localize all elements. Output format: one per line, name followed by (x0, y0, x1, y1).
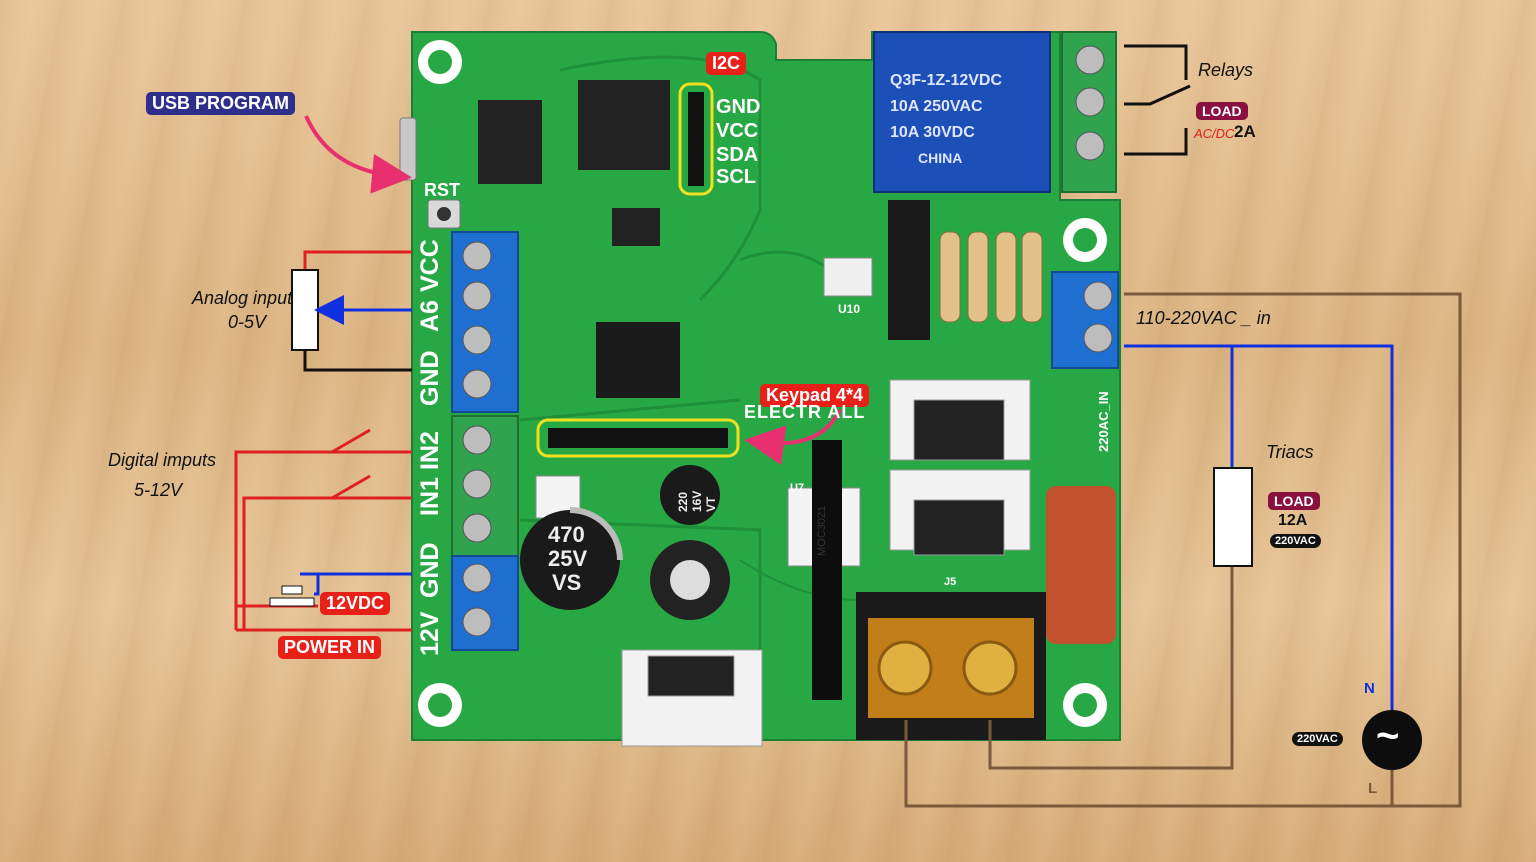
relay-marking-4: CHINA (918, 150, 963, 166)
i2c-pin-scl: SCL (716, 166, 756, 188)
source-voltage-pill: 220VAC (1292, 732, 1343, 746)
i2c-pin-gnd: GND (716, 96, 761, 118)
chip-u10 (823, 257, 873, 297)
resistors (939, 231, 1043, 323)
relay-terminal (1061, 31, 1117, 193)
terminal-block-green (451, 415, 519, 557)
battery-symbol (269, 572, 412, 607)
power-terminal-j5 (856, 592, 1046, 740)
usb-program-label: USB PROGRAM (146, 92, 296, 115)
relay-load-badge: LOAD (1196, 102, 1248, 120)
digital-range-label: 5-12V (134, 480, 183, 500)
mounting-hole (1063, 683, 1107, 727)
j5-label: J5 (944, 576, 957, 588)
relay (873, 31, 1051, 193)
rst-label: RST (424, 180, 460, 200)
ac-wiring (904, 292, 1462, 808)
relay-marking-2: 10A 250VAC (890, 98, 983, 115)
terminal-label-in2: IN2 (416, 431, 444, 470)
i2c-pin-sda: SDA (716, 144, 759, 166)
capacitor-470-text-1: 470 (548, 522, 585, 547)
relay-acdc-label: AC/DC (1194, 126, 1235, 141)
power-in-label: POWER IN (278, 636, 382, 659)
capacitor-220uf (660, 465, 720, 525)
triac-current-label: 12A (1278, 512, 1308, 529)
chip-u2 (478, 100, 542, 184)
terminal-label-in1: IN1 (416, 477, 444, 516)
relay-current-label: 2A (1234, 122, 1256, 141)
ac-input-label: 110-220VAC _ in (1136, 308, 1271, 328)
keypad-arrow (744, 409, 842, 465)
mounting-hole (1063, 218, 1107, 262)
ac-source (1362, 710, 1422, 770)
capacitor-220-text-1: 220 (676, 491, 690, 512)
mounting-hole (418, 40, 462, 84)
relay-marking-1: Q3F-1Z-12VDC (890, 72, 1003, 89)
digital-input-wiring (234, 428, 412, 632)
chip-u5 (578, 80, 670, 170)
potentiometer (291, 269, 319, 351)
isolation-slot (812, 440, 842, 700)
usb-port (399, 117, 417, 181)
relays-label: Relays (1198, 60, 1254, 80)
triac-voltage-pill: 220VAC (1270, 534, 1321, 548)
i2c-highlight (678, 82, 714, 196)
optocoupler-text: MOC3021 (816, 505, 828, 556)
capacitor-470uf (520, 507, 623, 610)
source-n-label: N (1364, 680, 1375, 697)
chip-mcu (596, 322, 680, 398)
twelve-vdc-label: 12VDC (320, 592, 391, 615)
terminal-block-blue-top (451, 231, 519, 413)
chip-u6 (612, 208, 660, 246)
capacitor-220-text-3: VT (704, 496, 718, 512)
brand-logo-text: ELECTR ALL (744, 402, 866, 422)
ac-board-label: 220AC_IN (1096, 391, 1111, 452)
u7-label: U7 (790, 482, 805, 494)
bridge-rectifier (888, 200, 930, 340)
terminal-label-gnd-2: GND (416, 542, 444, 598)
ac-input-terminal (1051, 271, 1119, 369)
digital-inputs-label: Digital imputs (108, 450, 217, 470)
analog-input-label: Analog input (192, 288, 293, 308)
heatsink-triac-1 (889, 379, 1031, 461)
capacitor-220-text-2: 16V (690, 490, 704, 512)
heatsink-regulator (621, 649, 763, 747)
terminal-block-blue-bottom (451, 555, 519, 651)
i2c-pin-vcc: VCC (716, 120, 759, 142)
terminal-label-gnd-1: GND (416, 350, 444, 406)
analog-wiring (291, 250, 412, 372)
capacitor-470-text-3: VS (552, 570, 582, 595)
relay-marking-3: 10A 30VDC (890, 124, 975, 141)
capacitor-large (650, 540, 730, 620)
keypad-highlight (536, 418, 740, 458)
triac-load-badge: LOAD (1268, 492, 1320, 510)
analog-range-label: 0-5V (228, 312, 267, 332)
relay-wiring (1124, 44, 1191, 156)
terminal-label-12v: 12V (416, 611, 444, 656)
ac-source-symbol: ~ (1376, 714, 1400, 758)
terminal-label-a6: A6 (416, 300, 444, 332)
triac-load-resistor (1213, 467, 1253, 567)
u10-label: U10 (838, 302, 861, 316)
mounting-hole (418, 683, 462, 727)
source-l-label: L (1368, 780, 1378, 797)
film-capacitor (1046, 486, 1116, 644)
capacitor-470-text-2: 25V (548, 546, 588, 571)
heatsink-triac-2 (889, 469, 1031, 556)
triacs-label: Triacs (1266, 442, 1314, 462)
keypad-label: Keypad 4*4 (760, 384, 870, 407)
terminal-label-vcc: VCC (416, 239, 444, 292)
i2c-label: I2C (706, 52, 747, 75)
usb-arrow (304, 115, 412, 194)
